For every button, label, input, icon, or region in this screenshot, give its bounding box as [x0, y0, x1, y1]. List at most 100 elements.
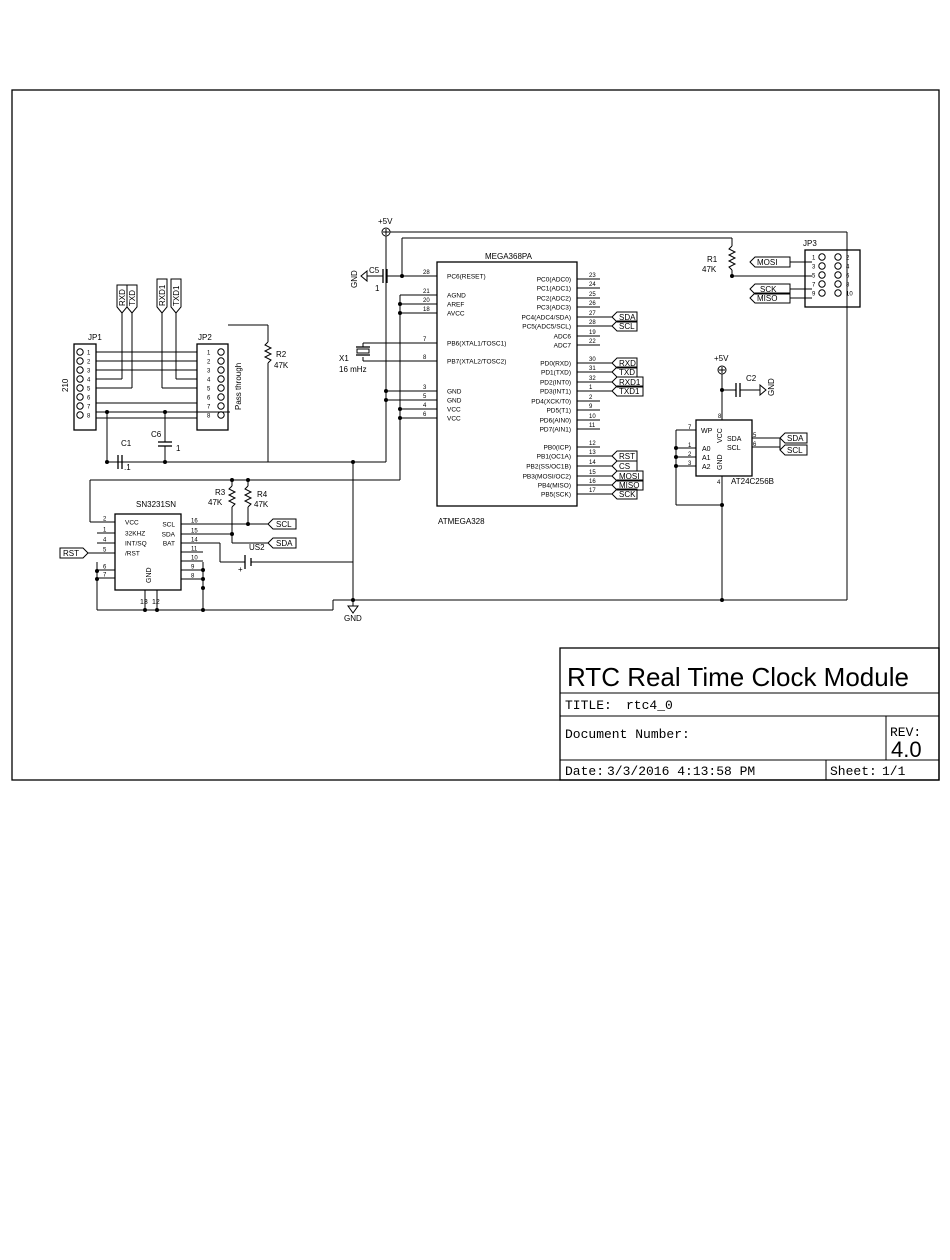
rtc-pin-number: 5: [103, 548, 107, 554]
date-value: 3/3/2016 4:13:58 PM: [607, 764, 755, 779]
mcu-pin-number: 8: [423, 355, 427, 361]
net-flag-jp3-miso: [749, 292, 791, 304]
svg-text:CS: CS: [619, 462, 630, 471]
svg-text:RXD: RXD: [118, 289, 127, 306]
svg-text:X1: X1: [339, 354, 349, 363]
net-flag-rtc-scl: [267, 518, 297, 530]
mcu-pin-name: AREF: [447, 302, 464, 309]
mcu-pin-number: 11: [589, 423, 596, 429]
jp1-pin: [76, 375, 84, 383]
wires: X1 16 mHz C5 1 GND R1 47K GND C1 .1: [89, 231, 848, 623]
rtc-pin-name: SDA: [162, 532, 176, 539]
mcu-pin-name: PD2(INT0): [540, 380, 571, 387]
jp2-pin: [217, 393, 225, 401]
mcu-pin-name: PC0(ADC0): [537, 277, 571, 284]
mcu-pin-number: 18: [423, 307, 430, 313]
svg-text:US2: US2: [249, 543, 265, 552]
jp3-pin: [818, 289, 826, 297]
net-flag-eeprom-sda: [779, 432, 808, 444]
svg-text:4: 4: [717, 480, 721, 486]
mcu-pin-name: GND: [447, 389, 462, 396]
title-heading: RTC Real Time Clock Module: [567, 662, 909, 692]
svg-text:MISO: MISO: [619, 481, 639, 490]
mcu-pin-number: 13: [589, 450, 596, 456]
jp1-pin: [76, 393, 84, 401]
mcu-pin-name: PB5(SCK): [541, 492, 571, 499]
mcu-atmega328: MEGA368PA ATMEGA328 28PC6(RESET)21AGND20…: [420, 252, 600, 526]
svg-text:+: +: [238, 565, 243, 574]
rev-value: 4.0: [891, 737, 922, 762]
mcu-pin-name: PC5(ADC5/SCL): [522, 324, 571, 331]
mcu-pin-number: 19: [589, 330, 596, 336]
mcu-pin-name: PC6(RESET): [447, 274, 486, 281]
svg-text:SCK: SCK: [619, 490, 636, 499]
mcu-subtitle: ATMEGA328: [438, 517, 485, 526]
svg-text:GND: GND: [344, 614, 362, 623]
jp3-pin: [818, 271, 826, 279]
rtc-pin-number: 14: [191, 538, 198, 544]
sheet-value: 1/1: [882, 764, 906, 779]
svg-text:GND: GND: [767, 378, 776, 396]
jp2-pin-number: 2: [207, 360, 211, 366]
mcu-pin-name: PD1(TXD): [541, 370, 571, 377]
rtc-pin-name: 32KHZ: [125, 531, 145, 538]
mcu-right-pins: 23PC0(ADC0)24PC1(ADC1)25PC2(ADC2)26PC3(A…: [522, 273, 600, 499]
svg-text:TXD: TXD: [128, 290, 137, 306]
svg-text:TXD1: TXD1: [172, 285, 181, 306]
mcu-pin-number: 28: [589, 320, 596, 326]
net-flag-sck: [611, 488, 638, 500]
svg-text:SCK: SCK: [760, 285, 777, 294]
jp1-pin-number: 3: [87, 369, 91, 375]
mcu-pin-name: AGND: [447, 293, 466, 300]
rtc-pin-name: VCC: [125, 520, 139, 527]
jp2-pin: [217, 402, 225, 410]
svg-text:VCC: VCC: [717, 428, 724, 443]
mcu-pin-name: GND: [447, 398, 462, 405]
svg-text:RST: RST: [63, 549, 79, 558]
mcu-pin-number: 9: [589, 404, 593, 410]
mcu-pin-number: 1: [589, 385, 593, 391]
jp2-pin: [217, 411, 225, 419]
jp3-pin: [834, 280, 842, 288]
mcu-pin-name: PB0(ICP): [544, 445, 571, 452]
mcu-title: MEGA368PA: [485, 252, 533, 261]
mcu-pin-number: 25: [589, 292, 596, 298]
svg-text:SCL: SCL: [276, 520, 292, 529]
rtc-pin-number: 15: [191, 529, 198, 535]
jp1-pin-number: 2: [87, 360, 91, 366]
mcu-pin-name: PD6(AIN0): [540, 418, 571, 425]
mcu-pin-number: 30: [589, 357, 596, 363]
rtc-pin-number: 8: [191, 574, 195, 580]
svg-text:GND: GND: [717, 454, 724, 470]
svg-text:A0: A0: [702, 446, 711, 453]
mcu-pin-name: AVCC: [447, 311, 465, 318]
net-flag-jp-rxd: [116, 284, 128, 314]
jp3-pin: [834, 262, 842, 270]
net-flag-scl: [611, 320, 638, 332]
net-flag-jp3-mosi: [749, 256, 791, 268]
mcu-pin-name: PC4(ADC4/SDA): [522, 315, 571, 322]
jp3-pin: [818, 280, 826, 288]
net-flag-cs: [611, 460, 638, 472]
mcu-pin-number: 21: [423, 289, 430, 295]
rtc-chip-name: SN3231SN: [136, 500, 176, 509]
jp1-pin: [76, 411, 84, 419]
jp3-pin: [834, 271, 842, 279]
jp3-pin-number: 4: [846, 265, 850, 271]
svg-text:MOSI: MOSI: [757, 258, 777, 267]
svg-text:GND: GND: [146, 567, 153, 583]
jp2-pin-number: 3: [207, 369, 211, 375]
svg-text:C6: C6: [151, 430, 162, 439]
mcu-pin-name: PB7(XTAL2/TOSC2): [447, 359, 506, 366]
jp2-pin: [217, 348, 225, 356]
mcu-pin-name: VCC: [447, 407, 461, 414]
rtc-pin-number: 9: [191, 565, 195, 571]
mcu-pin-number: 23: [589, 273, 596, 279]
jp1-pin: [76, 384, 84, 392]
svg-text:6: 6: [753, 442, 757, 448]
svg-text:RXD1: RXD1: [158, 284, 167, 306]
mcu-pin-name: VCC: [447, 416, 461, 423]
svg-text:47K: 47K: [702, 265, 717, 274]
mcu-pin-name: ADC6: [554, 334, 572, 341]
